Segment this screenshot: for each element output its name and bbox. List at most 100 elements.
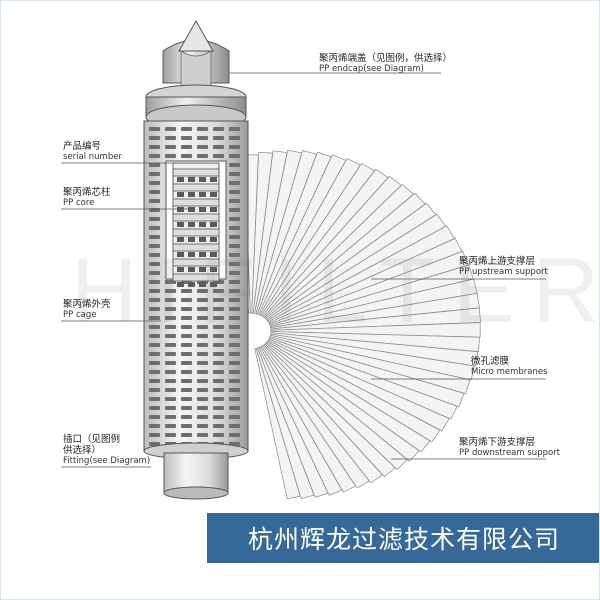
membrane-pleat bbox=[254, 347, 301, 500]
cage-slot bbox=[213, 154, 224, 158]
fitting-shape bbox=[143, 442, 249, 500]
membrane-pleat bbox=[262, 344, 383, 484]
cage-slot bbox=[229, 415, 240, 419]
cage-slot bbox=[213, 361, 224, 365]
membrane-pleat bbox=[270, 331, 480, 353]
cage-slot bbox=[149, 163, 160, 167]
core-hole bbox=[199, 252, 206, 257]
core-hole bbox=[210, 282, 217, 287]
membrane-pleat bbox=[257, 347, 329, 498]
cage-slot bbox=[213, 136, 224, 140]
core-hole bbox=[177, 267, 184, 272]
membrane-pleat bbox=[269, 333, 475, 381]
core-hole bbox=[199, 177, 206, 182]
cage-slot bbox=[149, 217, 160, 221]
cage-slot bbox=[197, 370, 208, 374]
label-core-en: PP core bbox=[63, 198, 95, 208]
cage-slot bbox=[149, 352, 160, 356]
cage-slot bbox=[149, 280, 160, 284]
cage-slot bbox=[197, 325, 208, 329]
cage-slot bbox=[149, 244, 160, 248]
cage-slot bbox=[229, 172, 240, 176]
cage-slot bbox=[149, 379, 160, 383]
cage-slot bbox=[197, 154, 208, 158]
core-hole bbox=[210, 237, 217, 242]
label-downstream-cn: 聚丙烯下游支撑层 bbox=[459, 437, 536, 448]
cage-slot bbox=[165, 397, 176, 401]
cage-slot bbox=[181, 334, 192, 338]
cage-slot bbox=[213, 424, 224, 428]
label-fitting-cn1: 插口（见图例 bbox=[63, 434, 121, 445]
cage-slot bbox=[149, 307, 160, 311]
cage-slot bbox=[229, 271, 240, 275]
core-hole bbox=[177, 282, 184, 287]
label-upstream-cn: 聚丙烯上游支撑层 bbox=[459, 256, 536, 267]
cage-slot bbox=[181, 316, 192, 320]
core-hole bbox=[188, 252, 195, 257]
cage-slot bbox=[149, 154, 160, 158]
cage-slot bbox=[181, 289, 192, 293]
core-hole bbox=[177, 192, 184, 197]
cage-slot bbox=[229, 181, 240, 185]
cage-slot bbox=[181, 370, 192, 374]
label-downstream-en: PP downstream support bbox=[459, 448, 561, 458]
cage-slot bbox=[213, 334, 224, 338]
cage-slot bbox=[149, 298, 160, 302]
membrane-pleat bbox=[267, 339, 441, 443]
cage-slot bbox=[165, 334, 176, 338]
label-serial-en: serial number bbox=[63, 152, 122, 162]
cage-slot bbox=[149, 127, 160, 131]
label-upstream-en: PP upstream support bbox=[459, 267, 548, 277]
cage-slot bbox=[149, 145, 160, 149]
company-banner: 杭州辉龙过滤技术有限公司 bbox=[207, 513, 599, 563]
cage-slot bbox=[165, 136, 176, 140]
cage-slot bbox=[165, 316, 176, 320]
company-name: 杭州辉龙过滤技术有限公司 bbox=[247, 525, 560, 554]
core-ring bbox=[172, 243, 220, 252]
cage-slot bbox=[213, 325, 224, 329]
cage-slot bbox=[149, 388, 160, 392]
cage-slot bbox=[197, 352, 208, 356]
cage-slot bbox=[229, 262, 240, 266]
cage-slot bbox=[149, 271, 160, 275]
cage-slot bbox=[213, 352, 224, 356]
cage-slot bbox=[197, 334, 208, 338]
cage-slot bbox=[213, 388, 224, 392]
cage-slot bbox=[197, 406, 208, 410]
core-hole bbox=[199, 222, 206, 227]
label-cage-en: PP cage bbox=[63, 310, 97, 320]
cage-slot bbox=[213, 298, 224, 302]
cage-slot bbox=[165, 415, 176, 419]
membrane-pleat bbox=[263, 343, 396, 478]
cage-slot bbox=[181, 145, 192, 149]
core-hole bbox=[188, 207, 195, 212]
cage-slot bbox=[229, 334, 240, 338]
membrane-pleat bbox=[270, 332, 479, 367]
cage-slot bbox=[229, 388, 240, 392]
cage-slot bbox=[165, 145, 176, 149]
cage-slot bbox=[213, 397, 224, 401]
core-hole bbox=[199, 192, 206, 197]
cage-slot bbox=[149, 424, 160, 428]
cage-slot bbox=[229, 163, 240, 167]
cage-slot bbox=[229, 343, 240, 347]
cage-slot bbox=[181, 361, 192, 365]
label-core-cn: 聚丙烯芯柱 bbox=[63, 187, 111, 198]
cage-slot bbox=[229, 316, 240, 320]
core-hole bbox=[188, 177, 195, 182]
core-hole bbox=[188, 222, 195, 227]
label-fitting-cn2: 供选择） bbox=[63, 445, 102, 456]
label-downstream: 聚丙烯下游支撑层 PP downstream support bbox=[459, 437, 560, 459]
cage-slot bbox=[165, 154, 176, 158]
cage-slot bbox=[181, 424, 192, 428]
leader-lines bbox=[61, 72, 546, 468]
cage-slot bbox=[165, 298, 176, 302]
cage-slot bbox=[213, 433, 224, 437]
label-endcap: 聚丙烯端盖（见图例，供选择） PP endcap(see Diagram) bbox=[319, 53, 452, 75]
membrane-pleat bbox=[265, 341, 420, 462]
cage-slot bbox=[229, 127, 240, 131]
cage-slot bbox=[149, 199, 160, 203]
cage-slot bbox=[181, 307, 192, 311]
cage-slot bbox=[149, 253, 160, 257]
